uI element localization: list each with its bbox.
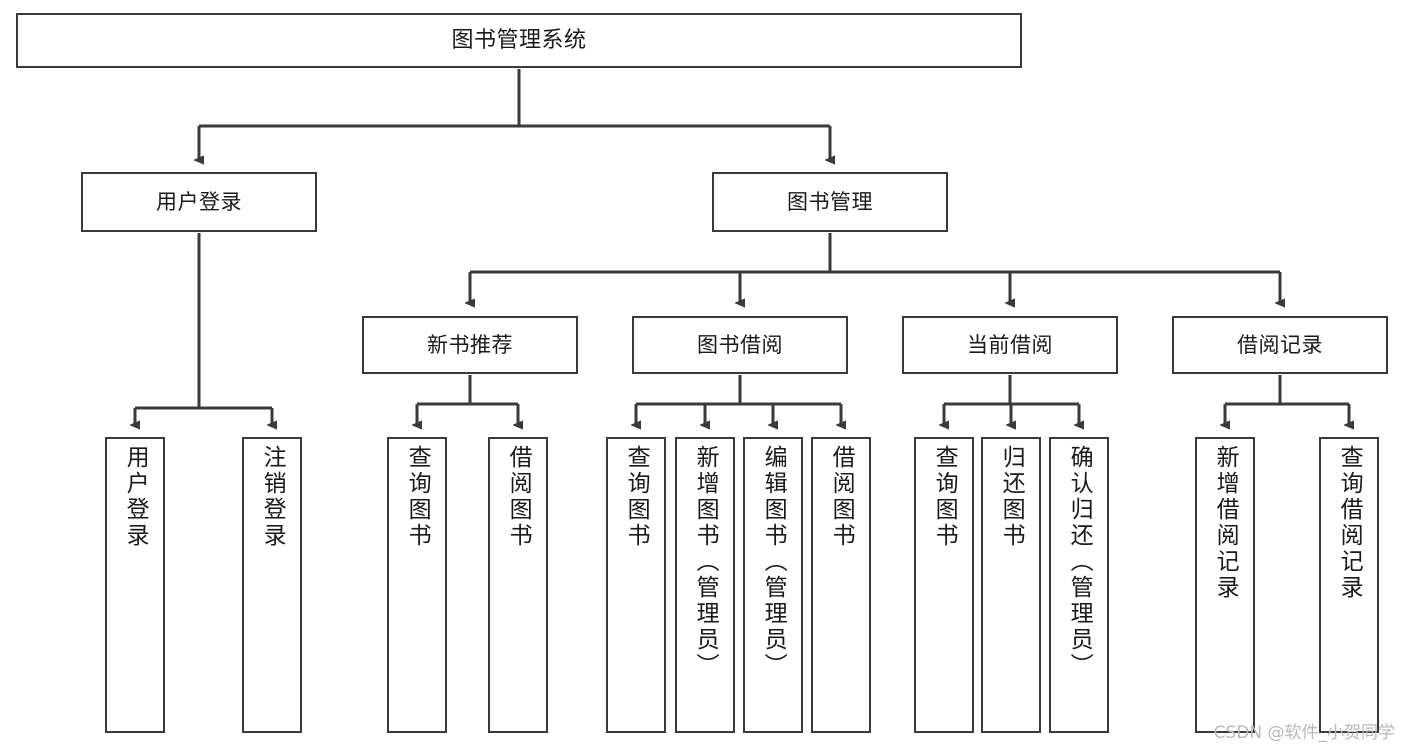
node-leaf-query-book-1[interactable]: 查询图书: [387, 437, 447, 733]
node-label: 查询借阅记录: [1336, 445, 1363, 601]
node-current-borrow[interactable]: 当前借阅: [902, 316, 1118, 374]
node-label: 新增图书（管理员）: [692, 445, 719, 679]
node-leaf-return-book[interactable]: 归还图书: [981, 437, 1041, 733]
node-label: 查询图书: [931, 445, 958, 549]
node-leaf-add-record[interactable]: 新增借阅记录: [1195, 437, 1255, 733]
node-label: 借阅记录: [1237, 332, 1323, 357]
node-book-management[interactable]: 图书管理: [712, 172, 948, 232]
node-label: 注销登录: [259, 445, 286, 549]
node-label: 查询图书: [623, 445, 650, 549]
node-label: 当前借阅: [967, 332, 1053, 357]
node-label: 图书管理: [787, 189, 873, 214]
node-borrow-record[interactable]: 借阅记录: [1172, 316, 1388, 374]
node-leaf-query-record[interactable]: 查询借阅记录: [1319, 437, 1379, 733]
watermark-text: CSDN @软件_小贺同学: [1213, 723, 1395, 743]
node-leaf-borrow-book-1[interactable]: 借阅图书: [488, 437, 548, 733]
node-label: 借阅图书: [505, 445, 532, 549]
node-label: 新书推荐: [427, 332, 513, 357]
node-label: 借阅图书: [828, 445, 855, 549]
node-label: 用户登录: [122, 445, 149, 549]
node-label: 编辑图书（管理员）: [760, 445, 787, 679]
node-label: 查询图书: [404, 445, 431, 549]
node-leaf-logout-login[interactable]: 注销登录: [242, 437, 302, 733]
node-leaf-confirm-return[interactable]: 确认归还（管理员）: [1049, 437, 1109, 733]
node-user-login[interactable]: 用户登录: [81, 172, 317, 232]
node-root-book-management-system[interactable]: 图书管理系统: [16, 13, 1022, 68]
node-leaf-query-book-3[interactable]: 查询图书: [914, 437, 974, 733]
node-leaf-query-book-2[interactable]: 查询图书: [606, 437, 666, 733]
node-label: 图书管理系统: [451, 27, 587, 53]
node-new-book-recommend[interactable]: 新书推荐: [362, 316, 578, 374]
node-leaf-add-book[interactable]: 新增图书（管理员）: [675, 437, 735, 733]
node-leaf-edit-book[interactable]: 编辑图书（管理员）: [743, 437, 803, 733]
node-leaf-user-login[interactable]: 用户登录: [105, 437, 165, 733]
node-label: 用户登录: [156, 189, 242, 214]
node-label: 确认归还（管理员）: [1066, 445, 1093, 679]
node-label: 归还图书: [998, 445, 1025, 549]
node-label: 图书借阅: [697, 332, 783, 357]
node-label: 新增借阅记录: [1212, 445, 1239, 601]
node-book-borrow[interactable]: 图书借阅: [632, 316, 848, 374]
node-leaf-borrow-book-2[interactable]: 借阅图书: [811, 437, 871, 733]
